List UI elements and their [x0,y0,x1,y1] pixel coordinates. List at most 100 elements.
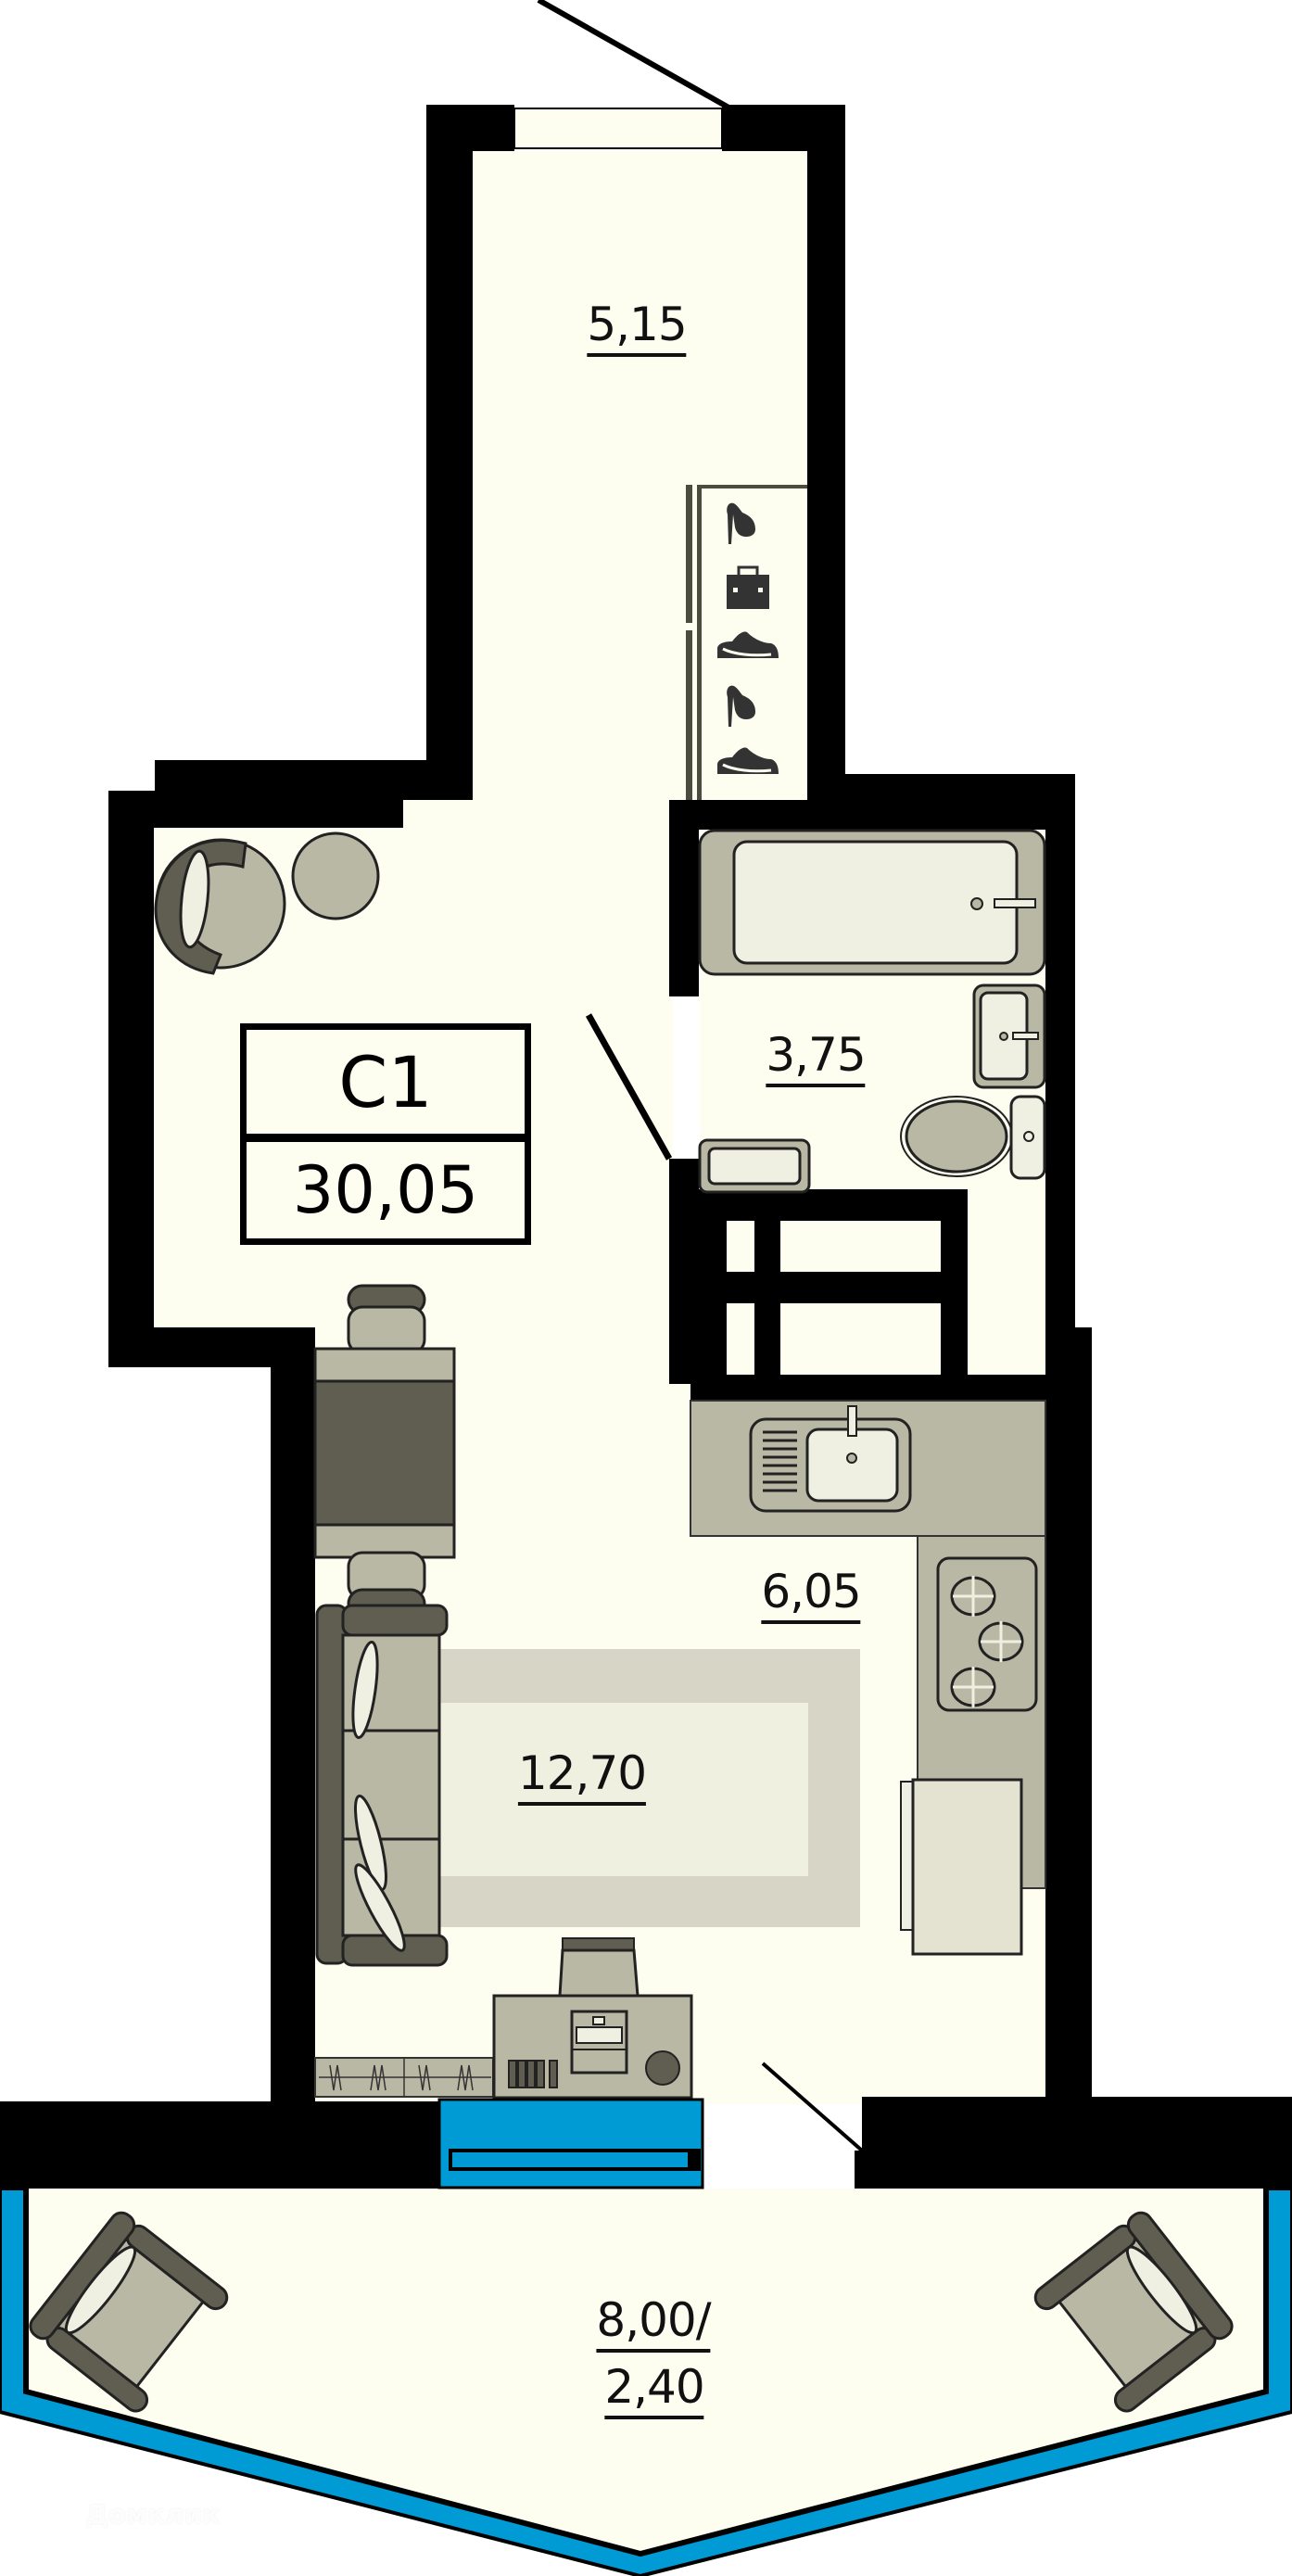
bathroom-door-swing[interactable] [585,1013,673,1161]
wall-bath-left-stub [669,800,699,996]
balcony-window [437,2098,704,2189]
balcony-floor [26,2189,1266,2554]
balcony-armchair-left [29,2211,229,2413]
wall-closet-mid [699,1272,968,1303]
laptop-keyboard [576,2026,623,2044]
wall-left-lower [271,1327,315,2104]
balcony-armchair-right [1033,2211,1234,2413]
stove-burner-grates [953,1576,1021,1707]
wall-kitchen-top [690,1375,1045,1401]
laptop-screen [592,2016,605,2025]
storage-rail-1 [686,485,692,800]
living-room-area-label: 12,70 [517,1750,647,1806]
sofa [315,1604,449,1967]
dining-set [313,1284,456,1619]
wall-right-upper [1045,774,1075,1330]
dining-table-runner [313,1379,456,1527]
fridge [911,1778,1023,1956]
balcony-rail-inner-line [23,2189,1269,2557]
wall-corridor-left [426,105,473,800]
closet-cell-4 [780,1303,941,1375]
books-icon [508,2060,558,2088]
sneaker-icon [717,747,779,774]
washing-machine-inner [707,1147,802,1186]
balcony-window-frame [437,2098,704,2189]
round-side-table [291,831,380,920]
desk-unit [314,1937,693,2100]
closet-cell-2 [780,1221,941,1272]
rug-inner [432,1703,808,1876]
sneaker-icon [717,631,779,658]
storage-rail-gap [686,623,692,630]
toilet-flush-button [1023,1131,1034,1142]
bathroom-area-value: 3,75 [766,1032,867,1087]
armchair-cushion [179,849,210,949]
wall-upper-left-b [108,791,403,828]
wall-left [108,791,154,1367]
sink-drainboard [763,1430,797,1492]
walls [0,105,1292,2189]
kitchen-area-value: 6,05 [761,1568,862,1624]
hallway-area-label: 5,15 [587,301,688,357]
wall-bottom-right [862,2097,1292,2189]
wall-corridor-right [807,105,845,800]
wall-right-lower [1045,1327,1092,2104]
balcony-window-sash [449,2149,701,2171]
balcony-window-handle [688,2149,701,2169]
bathtub-faucet [994,898,1036,908]
closet-cell-right [968,1221,1045,1375]
entrance-door-swing[interactable] [537,0,732,111]
wall-bath-top [845,774,1075,830]
kitchen [690,1400,1046,1956]
desk-chair-seat [558,1948,640,1998]
bathroom-area-label: 3,75 [766,1032,867,1087]
sink-faucet [847,1405,857,1437]
balcony-area-reduced-value: 2,40 [604,2364,705,2419]
bathtub-drain [970,897,983,910]
closet-shelves [727,1221,1045,1375]
high-heel-shoe-icon [727,502,755,544]
apartment-code: C1 [338,1040,433,1123]
balcony-area-label-full: 8,00/ [596,2297,712,2353]
hallway-area-value: 5,15 [587,301,688,357]
sink-drain [846,1453,857,1464]
balcony-area-label-reduced: 2,40 [604,2364,705,2419]
wall-closet-divider [754,1189,780,1384]
washbasin-drain [999,1032,1008,1041]
storage-top-rail [697,485,807,489]
washbasin-faucet [1012,1032,1039,1040]
wall-corridor-top-left [426,105,514,151]
armchair-round [154,831,380,975]
bathroom-fixtures [585,829,1046,1194]
hallway-floor [473,151,807,800]
wall-closet-left [699,1189,727,1384]
high-heel-shoe-icon [727,685,755,727]
apartment-total-area: 30,05 [292,1152,479,1228]
apartment-info-divider [247,1134,525,1142]
desk-lamp-icon [645,2050,680,2086]
shoe-storage [686,485,807,800]
radiator-fins [319,2058,491,2097]
closet-cell-1 [727,1221,754,1272]
dining-chair-top-seat [347,1305,426,1355]
briefcase-icon [727,565,769,609]
watermark: Домклик [43,2494,220,2534]
closet-cell-3 [727,1303,754,1375]
house-logo-icon [43,2494,80,2534]
wall-bottom-door-jamb [855,2151,873,2189]
sofa-arm-top [341,1604,449,1637]
sofa-pillow-1 [351,1640,379,1740]
wall-bottom-left [0,2101,450,2189]
wall-closet-right [941,1189,968,1384]
sofa-pillow-3 [354,1863,406,1952]
watermark-text: Домклик [85,2498,221,2530]
entrance-opening [513,108,723,149]
kitchen-area-label: 6,05 [761,1568,862,1624]
desk-chair-back [562,1937,635,1951]
balcony-area-full-value: 8,00/ [596,2297,712,2353]
storage-rail-2 [697,485,702,800]
sink-bowl [805,1428,899,1503]
balcony-door-swing[interactable] [761,2062,864,2152]
apartment-info-box: C1 30,05 [240,1023,531,1245]
